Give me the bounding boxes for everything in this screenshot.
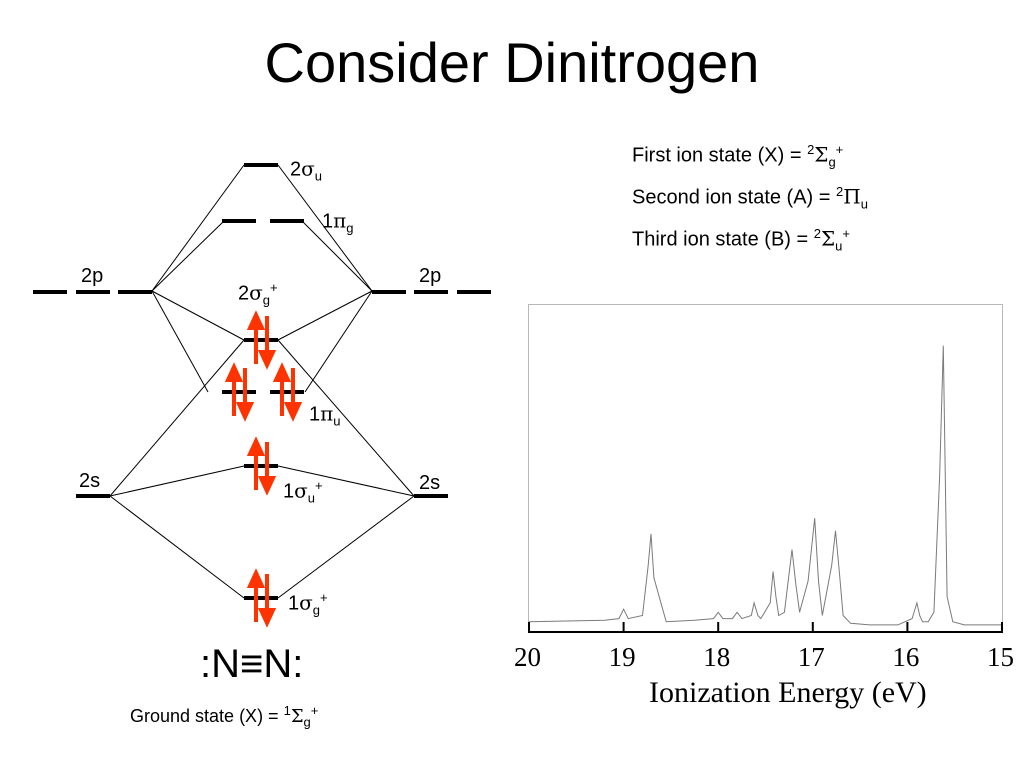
spin-up-arrow	[246, 310, 266, 364]
x-tick-label-15: 15	[987, 642, 1014, 672]
spectrum-trace	[528, 345, 1002, 626]
x-tick-label-16: 16	[892, 642, 920, 672]
lewis-structure: :N≡N:	[200, 642, 304, 686]
mo-label-1pi-u: 1πu	[309, 401, 341, 429]
spin-down-arrow	[235, 368, 255, 422]
mo-label-1sigma-u: 1σu+	[283, 478, 323, 506]
spin-up-arrow	[224, 362, 244, 416]
right-2s-label: 2s	[419, 472, 441, 494]
x-axis-ticks	[528, 622, 1003, 632]
third-ion-state: Third ion state (B) = 2Σu+	[632, 226, 850, 254]
page-title: Consider Dinitrogen	[264, 31, 760, 94]
x-tick-label-19: 19	[608, 642, 636, 672]
electrons-1sigma-u	[246, 436, 277, 496]
spin-up-arrow	[246, 436, 266, 490]
mo-label-2sigma-u: 2σu	[290, 156, 323, 184]
x-tick-label-17: 17	[797, 642, 825, 672]
spin-down-arrow	[257, 316, 277, 370]
energy-levels	[33, 163, 491, 600]
mo-label-2sigma-g: 2σg+	[238, 280, 278, 308]
spin-down-arrow	[283, 368, 303, 422]
x-tick-label-18: 18	[703, 642, 731, 672]
correlation-lines	[109, 164, 415, 599]
first-ion-state: First ion state (X) = 2Σg+	[632, 142, 844, 170]
electrons-2sigma-g	[246, 310, 277, 370]
x-tick-label-20: 20	[514, 642, 541, 672]
spin-up-arrow	[246, 568, 266, 622]
electron-arrows	[224, 310, 303, 628]
mo-label-1pi-g: 1πg	[322, 208, 354, 236]
left-2p-label: 2p	[81, 265, 104, 287]
x-axis-title: Ionization Energy (eV)	[649, 676, 927, 709]
spin-down-arrow	[257, 442, 277, 496]
electrons-1pi-u-a	[224, 362, 255, 422]
left-2s-label: 2s	[79, 470, 101, 492]
electrons-1pi-u-b	[272, 362, 303, 422]
spin-up-arrow	[272, 362, 292, 416]
ground-state: Ground state (X) = 1Σg+	[130, 703, 319, 730]
electrons-1sigma-g	[246, 568, 277, 628]
right-2p-label: 2p	[419, 265, 442, 287]
mo-label-1sigma-g: 1σg+	[288, 590, 328, 618]
second-ion-state: Second ion state (A) = 2Πu	[632, 184, 868, 212]
spin-down-arrow	[257, 574, 277, 628]
